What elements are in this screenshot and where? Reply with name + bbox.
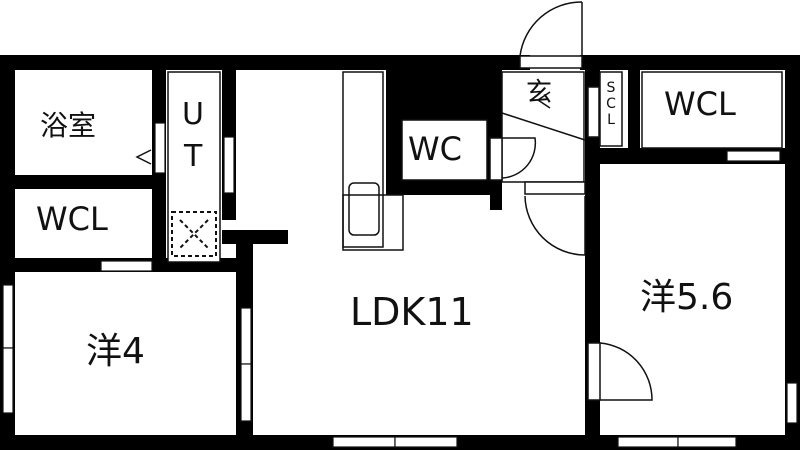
scl-s: S [606, 80, 616, 96]
room-label-wc: WC [408, 130, 462, 168]
room-label-bath: 浴室 [40, 109, 97, 142]
room-label-western-4: 洋4 [86, 331, 145, 372]
room-label-ldk: LDK11 [350, 290, 474, 334]
room-label-western-5-6: 洋5.6 [640, 277, 734, 318]
windows [2, 122, 798, 448]
room-label-scl: S C L [605, 80, 617, 128]
wcl-right-closet [641, 71, 783, 149]
scl-closet [599, 71, 623, 147]
room-label-utility-u: U [182, 97, 204, 132]
wc-room [401, 119, 488, 181]
room-fills [167, 71, 783, 263]
kitchen-counter [342, 71, 404, 251]
room-label-utility-t: T [184, 139, 203, 174]
scl-l: L [607, 112, 615, 128]
washer-pan [171, 211, 217, 257]
room-label-wcl-left: WCL [36, 200, 108, 238]
room-label-wcl-right: WCL [664, 85, 736, 123]
room-label-entrance: 玄 [526, 78, 553, 108]
doors [135, 1, 653, 401]
utility-room [167, 71, 221, 263]
scl-c: C [606, 96, 616, 112]
